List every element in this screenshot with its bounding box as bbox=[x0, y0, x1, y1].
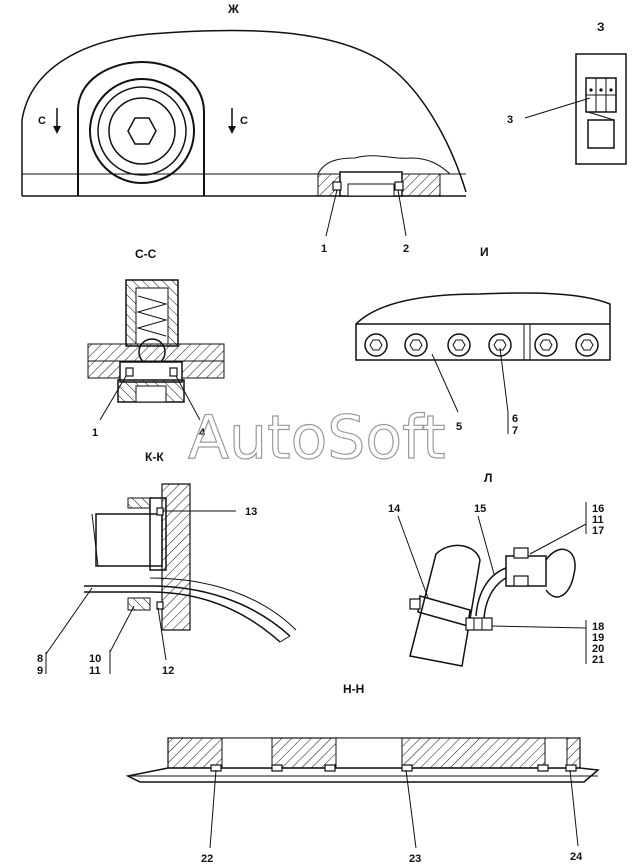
callout-24: 24 bbox=[570, 851, 583, 863]
callout-5: 5 bbox=[456, 421, 462, 433]
section-kk-title: К-К bbox=[145, 450, 164, 464]
view-i: И 5 6 7 bbox=[355, 245, 611, 437]
callout-4: 4 bbox=[199, 427, 206, 439]
callout-2: 2 bbox=[403, 243, 409, 255]
callout-14: 14 bbox=[388, 503, 401, 515]
callout-15: 15 bbox=[474, 503, 486, 515]
callout-20: 20 bbox=[592, 643, 604, 655]
callout-7: 7 bbox=[512, 425, 518, 437]
callout-9: 9 bbox=[37, 665, 43, 677]
watermark: AutoSoft bbox=[188, 403, 446, 473]
section-cc-title: С-С bbox=[135, 247, 157, 261]
section-kk: К-К 13 8 9 10 11 12 bbox=[37, 450, 297, 677]
section-mark-left: С bbox=[38, 115, 46, 127]
callout-13: 13 bbox=[245, 506, 257, 518]
view-zh-title: Ж bbox=[227, 2, 239, 16]
section-mark-right: С bbox=[240, 115, 248, 127]
view-i-title: И bbox=[480, 245, 489, 259]
section-nn-title: Н-Н bbox=[343, 682, 364, 696]
callout-10: 10 bbox=[89, 653, 101, 665]
callout-6: 6 bbox=[512, 413, 518, 425]
section-nn: Н-Н 22 23 24 bbox=[125, 682, 600, 865]
callout-1-a: 1 bbox=[321, 243, 327, 255]
section-cc: С-С 1 4 bbox=[87, 247, 225, 439]
plug-row bbox=[364, 333, 599, 357]
view-l-title: Л bbox=[484, 471, 492, 485]
callout-23: 23 bbox=[409, 853, 421, 865]
callout-3: 3 bbox=[507, 114, 513, 126]
callout-17: 17 bbox=[592, 525, 604, 537]
callout-11-a: 11 bbox=[89, 665, 101, 677]
view-z-title: З bbox=[597, 20, 605, 34]
callout-11-b: 11 bbox=[592, 514, 604, 526]
view-l: Л 14 15 16 11 17 18 19 20 21 bbox=[388, 471, 604, 667]
view-z: З 3 bbox=[507, 20, 627, 165]
callout-22: 22 bbox=[201, 853, 213, 865]
callout-12: 12 bbox=[162, 665, 174, 677]
view-zh: Ж С С 1 2 bbox=[21, 2, 467, 255]
callout-16: 16 bbox=[592, 503, 604, 515]
callout-19: 19 bbox=[592, 632, 604, 644]
callout-18: 18 bbox=[592, 621, 604, 633]
callout-21: 21 bbox=[592, 654, 604, 666]
callout-1-b: 1 bbox=[92, 427, 98, 439]
callout-8: 8 bbox=[37, 653, 43, 665]
